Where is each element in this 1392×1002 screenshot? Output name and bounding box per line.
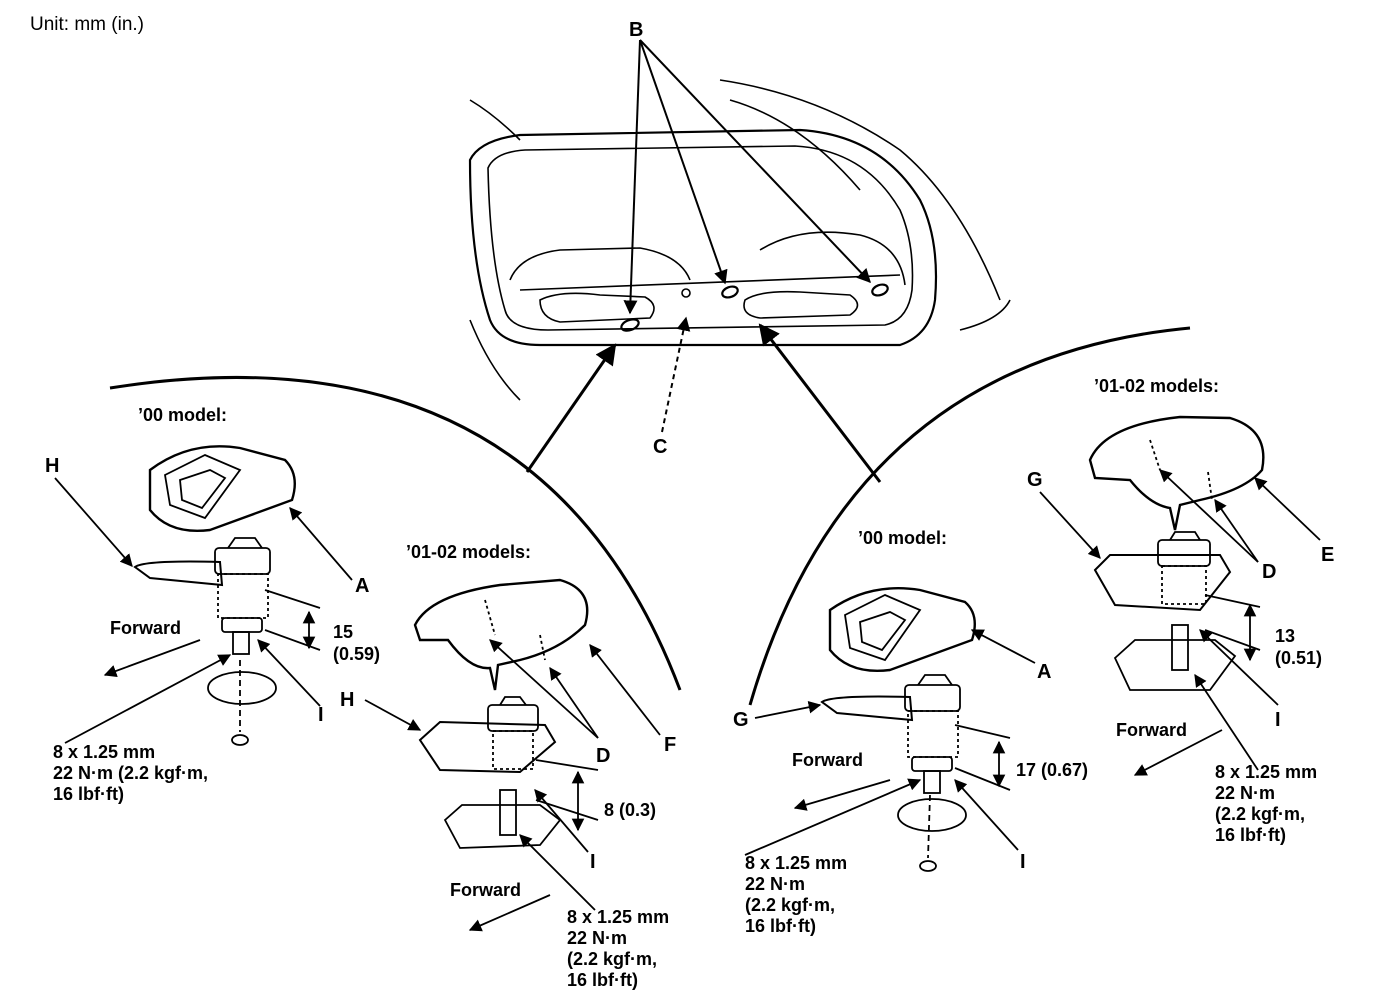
callout-i-center: I: [1020, 851, 1026, 873]
right-00-model: [744, 587, 1036, 872]
detail-arcs: [109, 326, 1191, 706]
callout-d-right: D: [1262, 561, 1277, 583]
dimension-right-00: 17 (0.67): [1016, 760, 1089, 780]
forward-label-left-00: Forward: [110, 618, 182, 638]
torque-spec-left-0102-line1: 8 x 1.25 mm: [567, 907, 670, 927]
title-right-00-model: ’00 model:: [858, 528, 948, 548]
callout-g-right: G: [1027, 469, 1043, 491]
title-left-0102-models: ’01-02 models:: [406, 542, 532, 562]
right-0102-model: [1039, 415, 1321, 776]
torque-spec-right-00-line4: 16 lbf·ft): [745, 916, 816, 936]
trunk-illustration: [468, 79, 1011, 401]
callout-i-right: I: [1275, 709, 1281, 731]
callout-i-left: I: [318, 704, 324, 726]
torque-spec-right-0102-line4: 16 lbf·ft): [1215, 825, 1286, 845]
torque-spec-right-00-line3: (2.2 kgf·m,: [745, 895, 836, 915]
torque-spec-left-0102-line4: 16 lbf·ft): [567, 970, 638, 990]
dimension-left-0102: 8 (0.3): [604, 800, 657, 820]
torque-spec-right-00-line1: 8 x 1.25 mm: [745, 853, 848, 873]
torque-spec-right-00-line2: 22 N·m: [745, 874, 806, 894]
dimension-left-00-inch: (0.59): [333, 644, 381, 664]
left-0102-model: [364, 578, 661, 932]
torque-spec-right-0102-line3: (2.2 kgf·m,: [1215, 804, 1306, 824]
torque-spec-left-00-line1: 8 x 1.25 mm: [53, 742, 156, 762]
title-right-0102-models: ’01-02 models:: [1094, 376, 1220, 396]
callout-g-mid: G: [733, 709, 749, 731]
callout-h-left: H: [45, 455, 60, 477]
leader-lines: [525, 39, 882, 483]
forward-label-right-00: Forward: [792, 750, 864, 770]
callout-a-right: A: [1037, 661, 1052, 683]
torque-spec-left-0102-line2: 22 N·m: [567, 928, 628, 948]
callout-f: F: [664, 734, 677, 756]
title-left-00-model: ’00 model:: [138, 405, 228, 425]
torque-spec-left-00-line2: 22 N·m (2.2 kgf·m,: [53, 763, 209, 783]
unit-label: Unit: mm (in.): [30, 14, 144, 35]
dimension-right-0102-inch: (0.51): [1275, 648, 1323, 668]
callout-h-mid: H: [340, 689, 355, 711]
dimension-right-0102-value: 13: [1275, 626, 1296, 646]
torque-spec-left-00-line3: 16 lbf·ft): [53, 784, 124, 804]
dimension-left-00-value: 15: [333, 622, 354, 642]
torque-spec-right-0102-line2: 22 N·m: [1215, 783, 1276, 803]
callout-b: B: [629, 19, 644, 41]
callout-d-left: D: [596, 745, 611, 767]
torque-spec-right-0102-line1: 8 x 1.25 mm: [1215, 762, 1318, 782]
callout-i-mid: I: [590, 851, 596, 873]
callout-e: E: [1321, 544, 1335, 566]
callout-c: C: [653, 436, 668, 458]
torque-spec-left-0102-line3: (2.2 kgf·m,: [567, 949, 658, 969]
forward-label-right-0102: Forward: [1116, 720, 1188, 740]
callout-a-left: A: [355, 575, 370, 597]
forward-label-left-0102: Forward: [450, 880, 522, 900]
left-00-model: [54, 445, 353, 746]
